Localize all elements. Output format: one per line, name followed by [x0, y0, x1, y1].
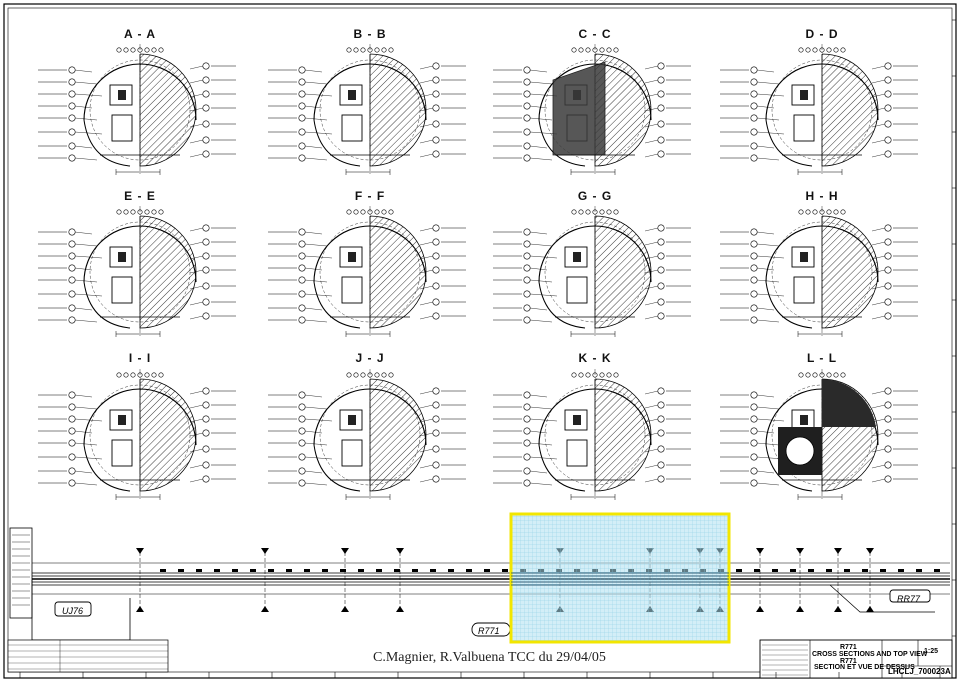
- plan-tag-left: UJ76: [62, 606, 84, 616]
- section-title-cc: C - C: [578, 27, 612, 41]
- title-block: [7, 19, 956, 679]
- section-title-bb: B - B: [353, 27, 387, 41]
- cross-section-cc: [493, 44, 691, 176]
- cross-section-ll: [720, 369, 918, 501]
- title-block-line4: SECTION ET VUE DE DESSUS: [814, 664, 915, 671]
- scale-value: 1:25: [924, 648, 939, 655]
- cross-section-ii: [38, 369, 236, 501]
- revision-letter: A: [945, 667, 951, 676]
- plan-tag-right: RR77: [897, 594, 921, 604]
- title-block-line2: CROSS SECTIONS AND TOP VIEW: [812, 651, 928, 658]
- section-title-ff: F - F: [354, 189, 386, 203]
- section-title-ii: I - I: [128, 351, 152, 365]
- cross-section-bb: [268, 44, 466, 176]
- highlight-fill: [511, 514, 729, 642]
- cross-section-kk: [493, 369, 691, 501]
- highlight-frame[interactable]: [509, 512, 731, 644]
- cross-section-ff: [268, 206, 466, 338]
- top-view-plan: [9, 512, 950, 644]
- cross-section-aa: [38, 44, 236, 176]
- title-block-line3: R771: [840, 658, 857, 665]
- cross-section-gg: [493, 206, 691, 338]
- plan-geometry: [9, 512, 950, 644]
- section-title-jj: J - J: [355, 351, 385, 365]
- inner-border: [7, 7, 953, 673]
- section-title-ee: E - E: [124, 189, 156, 203]
- cross-sections: [38, 44, 918, 501]
- section-title-ll: L - L: [806, 351, 838, 365]
- credit-line: C.Magnier, R.Valbuena TCC du 29/04/05: [373, 650, 606, 665]
- section-title-hh: H - H: [805, 189, 839, 203]
- section-title-kk: K - K: [578, 351, 612, 365]
- section-title-dd: D - D: [805, 27, 839, 41]
- section-title-aa: A - A: [123, 27, 157, 41]
- section-title-gg: G - G: [577, 189, 613, 203]
- title-block-line1: R771: [840, 644, 857, 651]
- cross-section-jj: [268, 369, 466, 501]
- cross-section-dd: [720, 44, 918, 176]
- cross-section-ee: [38, 206, 236, 338]
- plan-tag-center: R771: [478, 626, 500, 636]
- drawing-number: LHCLJ_700023: [888, 667, 945, 676]
- cross-section-hh: [720, 206, 918, 338]
